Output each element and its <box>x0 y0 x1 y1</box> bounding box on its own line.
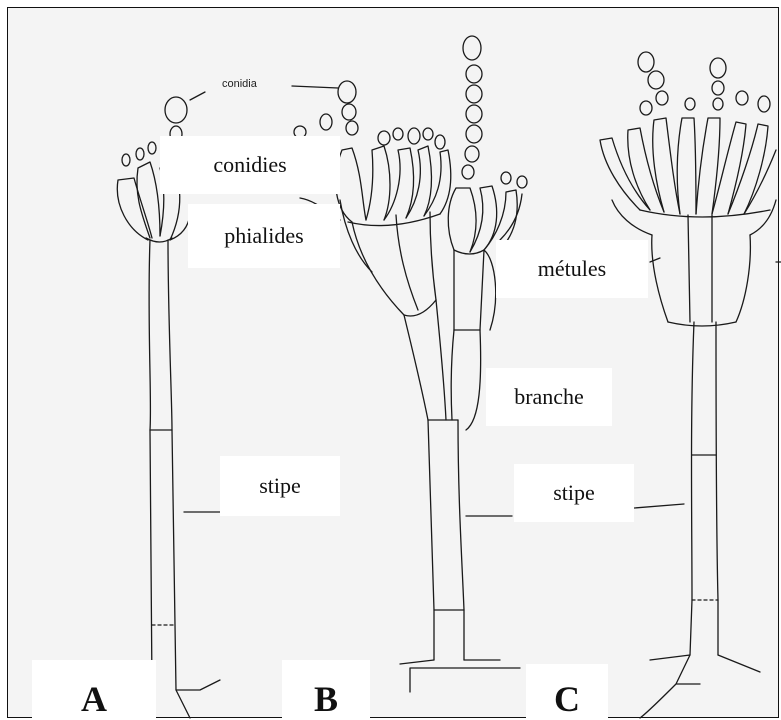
conidium-b10 <box>435 135 445 149</box>
metula-c1 <box>652 235 668 322</box>
conidium-a3 <box>148 142 156 154</box>
conidium-b17 <box>462 165 474 179</box>
conidium-b9 <box>423 128 433 140</box>
conidium-b13 <box>466 85 482 103</box>
vesicle-b-left <box>348 214 440 226</box>
stipe-c-right <box>716 322 718 655</box>
conidium-b2 <box>342 104 356 120</box>
foot-b <box>400 660 520 692</box>
phialide-a4 <box>170 215 190 240</box>
conidium-b4 <box>320 114 332 130</box>
conidium-b15 <box>466 125 482 143</box>
leader-metules <box>650 258 660 262</box>
conidium-a4 <box>165 97 187 123</box>
panel-label-a: A <box>32 660 156 720</box>
phialide-c4 <box>677 118 696 214</box>
metula-c7 <box>750 200 776 235</box>
metula-b8 <box>454 250 484 254</box>
conidium-c8 <box>736 91 748 105</box>
phialide-b3 <box>384 148 413 220</box>
conidium-c1 <box>638 52 654 72</box>
metula-b4 <box>404 300 436 316</box>
panel-label-b: B <box>282 660 370 720</box>
conidium-c7 <box>713 98 723 110</box>
foot-a <box>148 680 220 718</box>
stipe-c-left <box>690 322 694 655</box>
conidia-leader <box>190 92 205 100</box>
metula-c5 <box>668 322 736 326</box>
phialide-c2 <box>628 128 664 212</box>
metula-b7 <box>454 250 496 330</box>
conidia-small-label: conidia <box>222 78 257 90</box>
conidium-b11 <box>463 36 481 60</box>
panel-label-c: C <box>526 664 608 720</box>
phialide-c7 <box>728 124 768 214</box>
phialide-c3 <box>653 118 680 214</box>
conidium-c9 <box>758 96 770 112</box>
conidium-a2 <box>136 148 144 160</box>
conidium-b16 <box>465 146 479 162</box>
branch-b-left <box>404 300 446 420</box>
branch-b-right <box>451 330 480 430</box>
metula-c2 <box>688 215 690 322</box>
metula-b3 <box>430 212 436 300</box>
conidium-a1 <box>122 154 130 166</box>
label-stipe-a: stipe <box>220 456 340 516</box>
phialide-b1 <box>336 148 366 222</box>
conidium-c6 <box>712 81 724 95</box>
conidium-c4 <box>640 101 652 115</box>
metula-b2 <box>396 215 418 310</box>
phialide-c1 <box>600 138 650 210</box>
label-metules: métules <box>496 240 648 298</box>
metula-c4 <box>736 235 750 322</box>
conidium-b8 <box>408 128 420 144</box>
stipe-a-right <box>168 240 176 690</box>
conidium-c3 <box>656 91 668 105</box>
label-conidies: conidies <box>160 136 340 194</box>
phialide-b7 <box>470 186 497 252</box>
stipe-a-left <box>149 240 152 690</box>
conidium-c2 <box>648 71 664 89</box>
metula-b1 <box>352 222 404 315</box>
conidium-b14 <box>466 105 482 123</box>
stipe-b-right <box>458 420 464 660</box>
conidium-b19 <box>517 176 527 188</box>
stipe-b-left <box>428 420 434 660</box>
phialide-b2 <box>366 146 390 220</box>
conidium-b6 <box>378 131 390 145</box>
conidium-b18 <box>501 172 511 184</box>
leader-stipe-c <box>634 504 684 508</box>
conidium-b1 <box>338 81 356 103</box>
vesicle-c <box>640 210 770 217</box>
conidium-b3 <box>346 121 358 135</box>
foot-c <box>640 655 760 718</box>
conidiophore-c <box>600 52 781 718</box>
conidium-c10 <box>685 98 695 110</box>
label-stipe-b: stipe <box>514 464 634 522</box>
conidia-leader-b <box>292 86 338 88</box>
conidium-b7 <box>393 128 403 140</box>
conidiophore-b <box>294 36 527 692</box>
conidium-c5 <box>710 58 726 78</box>
label-phialides: phialides <box>188 204 340 268</box>
phialide-b6 <box>448 188 476 252</box>
conidium-b12 <box>466 65 482 83</box>
label-branche: branche <box>486 368 612 426</box>
